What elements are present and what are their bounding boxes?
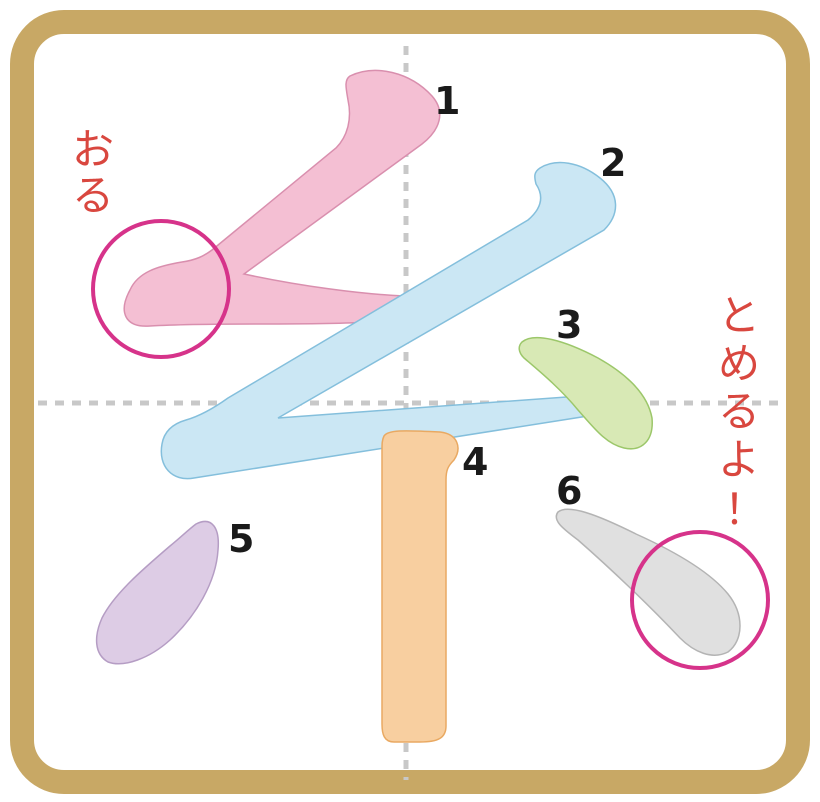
stroke-1-shape (123, 69, 441, 327)
stroke-number-2: 2 (600, 141, 626, 185)
annotation-tomeruyo-char-1: と (718, 291, 760, 340)
stroke-number-1: 1 (434, 79, 460, 123)
stroke-6-shape (555, 508, 741, 656)
stroke-2-shape (160, 161, 617, 480)
highlight-circle-right (630, 530, 770, 670)
stroke-number-5: 5 (228, 517, 254, 561)
stroke-3-shape (518, 336, 653, 450)
stroke-number-6: 6 (556, 469, 582, 513)
stroke-5-shape (95, 520, 220, 665)
stroke-number-3: 3 (556, 303, 582, 347)
annotation-tomeruyo-char-4: よ (718, 435, 760, 484)
annotation-tomeruyo-char-2: め (718, 339, 760, 388)
annotation-oru-char-2: る (72, 171, 114, 220)
stroke-4-shape (381, 430, 459, 743)
stroke-number-4: 4 (462, 440, 488, 484)
annotation-tomeruyo-char-5: ！ (724, 485, 766, 534)
annotation-oru-char-1: お (72, 125, 114, 174)
highlight-circle-left (91, 219, 231, 359)
annotation-tomeruyo-char-3: る (718, 387, 760, 436)
